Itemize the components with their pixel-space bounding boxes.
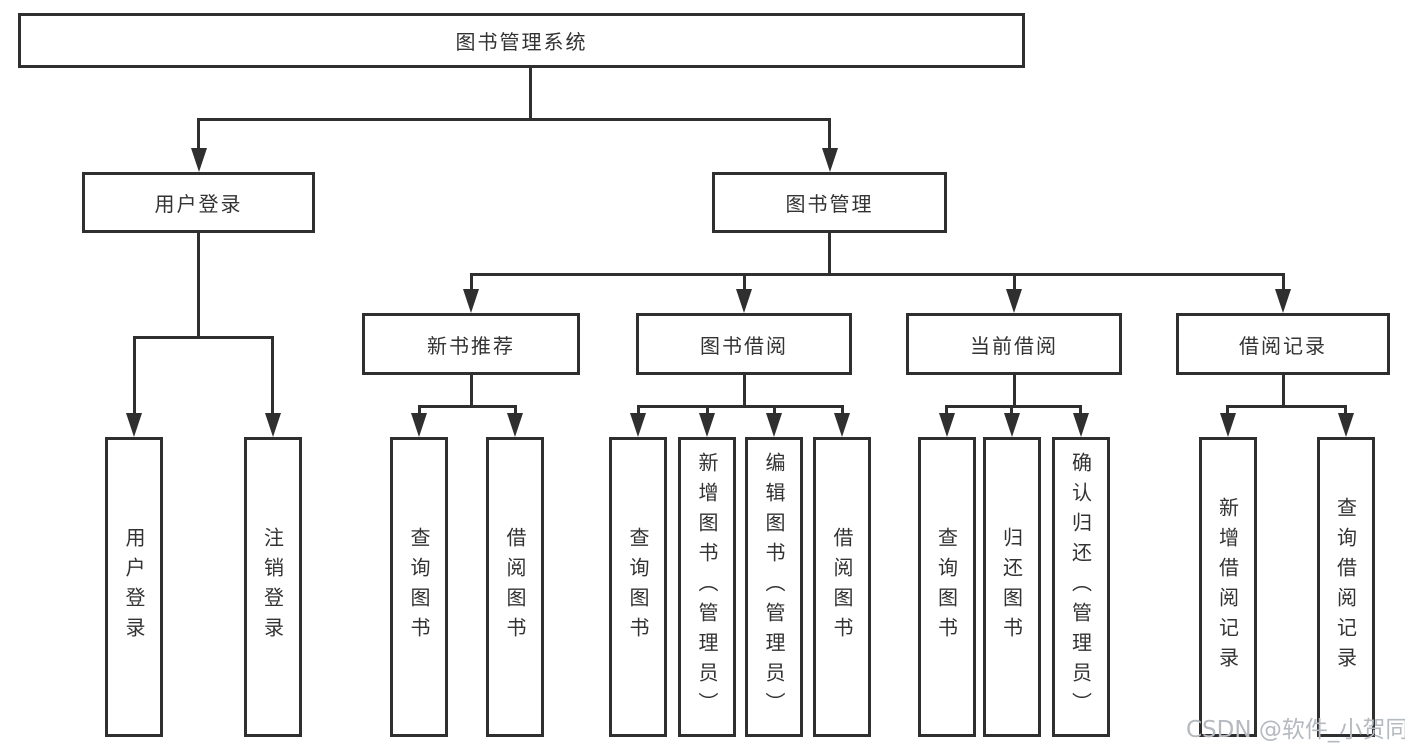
arrowhead-to-leaf [834, 413, 850, 437]
leaf-search-borrow-record: 查询借阅记录 [1316, 437, 1375, 737]
connector-book-mgmt-down [828, 233, 831, 275]
connector-level3-rail [469, 273, 1285, 276]
connector-user-login-stem [197, 118, 200, 150]
leaf-search-books: 查询图书 [390, 437, 448, 737]
arrowhead-to-leaf [766, 413, 782, 437]
connector-leaf-stem [1079, 405, 1082, 416]
connector-leaf-stem [1344, 405, 1347, 416]
arrowhead-to-leaf [507, 413, 523, 437]
leaf-confirm-return-admin: 确认归还（管理员） [1051, 437, 1110, 737]
node-root-library-system: 图书管理系统 [18, 13, 1025, 68]
arrowhead-to-borrow [736, 289, 752, 313]
leaf-user-login: 用户登录 [105, 437, 163, 737]
connector-leaf-stem [1226, 405, 1229, 416]
connector-leaf-stem [945, 405, 948, 416]
connector-leaf-stem [705, 405, 709, 416]
connector-leaf-stem [1010, 405, 1013, 416]
connector-new-book-rail [417, 405, 517, 408]
arrowhead-to-leaf [1003, 413, 1020, 437]
arrowhead-to-leaf-logout [264, 413, 281, 437]
leaf-logout-login: 注销登录 [243, 437, 302, 737]
arrowhead-to-leaf [411, 413, 427, 437]
connector-record-stem [1281, 273, 1285, 291]
leaf-add-borrow-record: 新增借阅记录 [1198, 437, 1257, 737]
connector-current-stem [1012, 273, 1016, 291]
arrowhead-to-current [1006, 289, 1022, 313]
arrowhead-to-leaf [1219, 413, 1236, 437]
leaf-search-books: 查询图书 [917, 437, 976, 737]
connector-leaf-stem [513, 405, 517, 416]
connector-user-login-rail [132, 336, 274, 339]
connector-borrow-stem [742, 273, 746, 291]
connector-record-rail [1226, 405, 1347, 408]
arrowhead-to-record [1275, 289, 1291, 313]
arrowhead-to-book-mgmt [821, 148, 838, 172]
leaf-borrow-books: 借阅图书 [813, 437, 871, 737]
arrowhead-to-leaf [699, 413, 715, 437]
connector-book-mgmt-stem [828, 118, 831, 150]
node-book-management: 图书管理 [712, 172, 947, 233]
arrowhead-to-leaf [1072, 413, 1089, 437]
connector-record-down [1281, 375, 1285, 405]
connector-leaf-stem [417, 405, 421, 416]
node-user-login: 用户登录 [82, 172, 315, 233]
node-new-book-recommend: 新书推荐 [362, 313, 580, 375]
leaf-edit-books-admin: 编辑图书（管理员） [745, 437, 803, 737]
arrowhead-to-new-book [463, 289, 479, 313]
arrowhead-to-leaf [1337, 413, 1354, 437]
node-current-borrow: 当前借阅 [906, 313, 1122, 375]
connector-level2-rail [197, 118, 831, 121]
leaf-add-books-admin: 新增图书（管理员） [678, 437, 736, 737]
leaf-return-books: 归还图书 [982, 437, 1041, 737]
node-book-borrow: 图书借阅 [636, 313, 852, 375]
connector-current-down [1012, 375, 1016, 405]
connector-user-login-down [197, 233, 200, 336]
connector-root-stem [528, 68, 532, 121]
arrowhead-to-user-login [190, 148, 207, 172]
connector-leaf-stem [636, 405, 640, 416]
connector-leaf-stem [840, 405, 844, 416]
arrowhead-to-leaf [938, 413, 955, 437]
connector-current-rail [945, 405, 1082, 408]
leaf-borrow-books: 借阅图书 [486, 437, 544, 737]
node-borrow-record: 借阅记录 [1176, 313, 1390, 375]
connector-leaf-logout-stem [271, 336, 274, 415]
arrowhead-to-leaf [630, 413, 646, 437]
connector-borrow-rail [636, 405, 844, 408]
connector-borrow-down [742, 375, 746, 405]
connector-leaf-stem [772, 405, 776, 416]
leaf-search-books: 查询图书 [609, 437, 667, 737]
csdn-watermark: CSDN @软件_小贺同学 [1186, 717, 1405, 743]
connector-leaf-login-stem [132, 336, 136, 415]
connector-new-book-down [469, 375, 473, 405]
arrowhead-to-leaf-login [126, 413, 142, 437]
connector-new-book-stem [469, 273, 473, 291]
